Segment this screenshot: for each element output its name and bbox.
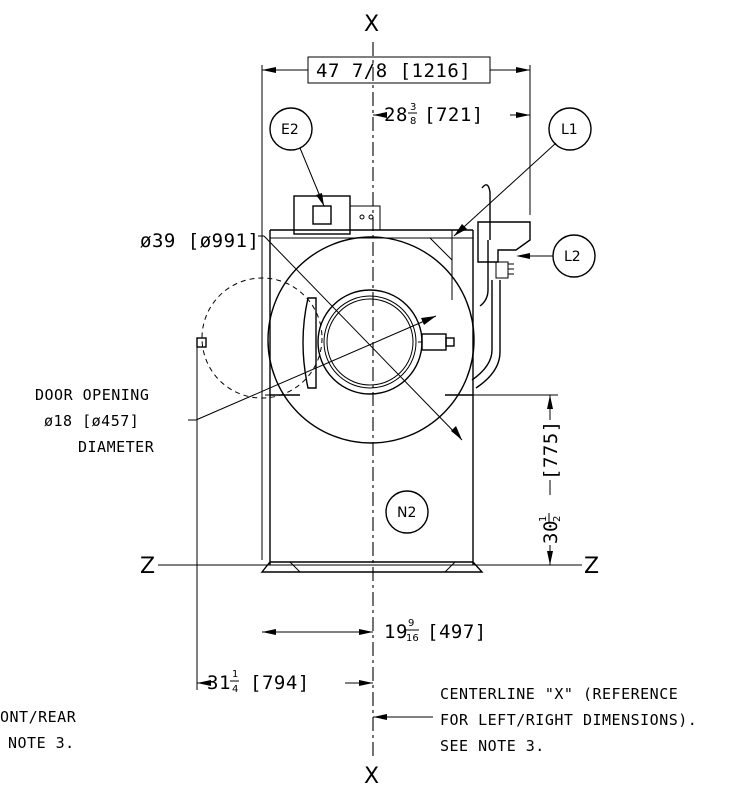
dim-height	[478, 394, 558, 565]
note-right-line1: CENTERLINE "X" (REFERENCE	[440, 685, 678, 703]
door-opening-line1: DOOR OPENING	[35, 386, 149, 404]
note-right-line3: SEE NOTE 3.	[440, 737, 545, 755]
dim-height-mm: [775]	[540, 420, 562, 480]
dim-left-to-center-den: 16	[406, 633, 419, 644]
callout-l2-label: L2	[564, 249, 581, 265]
axis-x-bottom-label: X	[364, 764, 379, 788]
dim-door-swing-whole: 31	[207, 672, 231, 694]
door-hinge-marker	[196, 337, 207, 348]
note-left-line1: ONT/REAR	[0, 708, 77, 726]
door-opening-line2: ø18 [ø457]	[44, 412, 139, 430]
dim-door-swing-num: 1	[232, 669, 238, 680]
dim-height-den: 2	[552, 516, 563, 522]
door-assembly	[302, 289, 455, 395]
callout-e2-label: E2	[281, 122, 299, 138]
axis-z-left-label: Z	[140, 554, 155, 579]
e2-connection-box	[293, 195, 381, 235]
drain-pipe-assembly	[471, 184, 531, 389]
dim-height-whole: 30	[540, 520, 562, 544]
dim-drum-diameter	[258, 235, 463, 441]
axis-z-right-label: Z	[584, 554, 599, 579]
dim-left-to-center-mm: [497]	[427, 621, 487, 643]
dim-right-to-center-mm: [721]	[424, 104, 484, 126]
dim-overall-width-label: 47 7/8 [1216]	[316, 60, 471, 82]
callout-e2	[269, 107, 325, 207]
dim-right-to-center	[373, 112, 530, 118]
callout-l1	[453, 107, 592, 237]
door-opening-leader	[188, 315, 437, 421]
drum-circle	[267, 236, 475, 444]
centerline-note-leader	[373, 714, 433, 720]
dim-right-to-center-whole: 28	[384, 104, 408, 126]
dim-door-swing	[196, 347, 373, 690]
dim-door-swing-den: 4	[232, 684, 238, 695]
dim-overall-width	[261, 56, 531, 560]
callout-l1-label: L1	[561, 122, 578, 138]
dim-right-to-center-den: 8	[410, 116, 416, 127]
note-left-line2: NOTE 3.	[8, 734, 75, 752]
dim-drum-diameter-label: ø39 [ø991]	[140, 230, 259, 252]
door-opening-line3: DIAMETER	[78, 438, 155, 456]
callout-n2	[385, 490, 429, 534]
note-right-line2: FOR LEFT/RIGHT DIMENSIONS).	[440, 711, 697, 729]
dim-door-swing-mm: [794]	[250, 672, 310, 694]
dim-right-to-center-num: 3	[410, 102, 416, 113]
dim-height-num: 1	[538, 516, 549, 522]
callout-n2-label: N2	[397, 505, 416, 521]
axis-x-top-label: X	[364, 12, 379, 37]
callout-l2	[516, 234, 596, 278]
machine-body	[260, 229, 484, 573]
dim-left-to-center-whole: 19	[384, 621, 408, 643]
dim-left-to-center-num: 9	[408, 618, 414, 629]
dim-left-to-center	[262, 629, 373, 635]
